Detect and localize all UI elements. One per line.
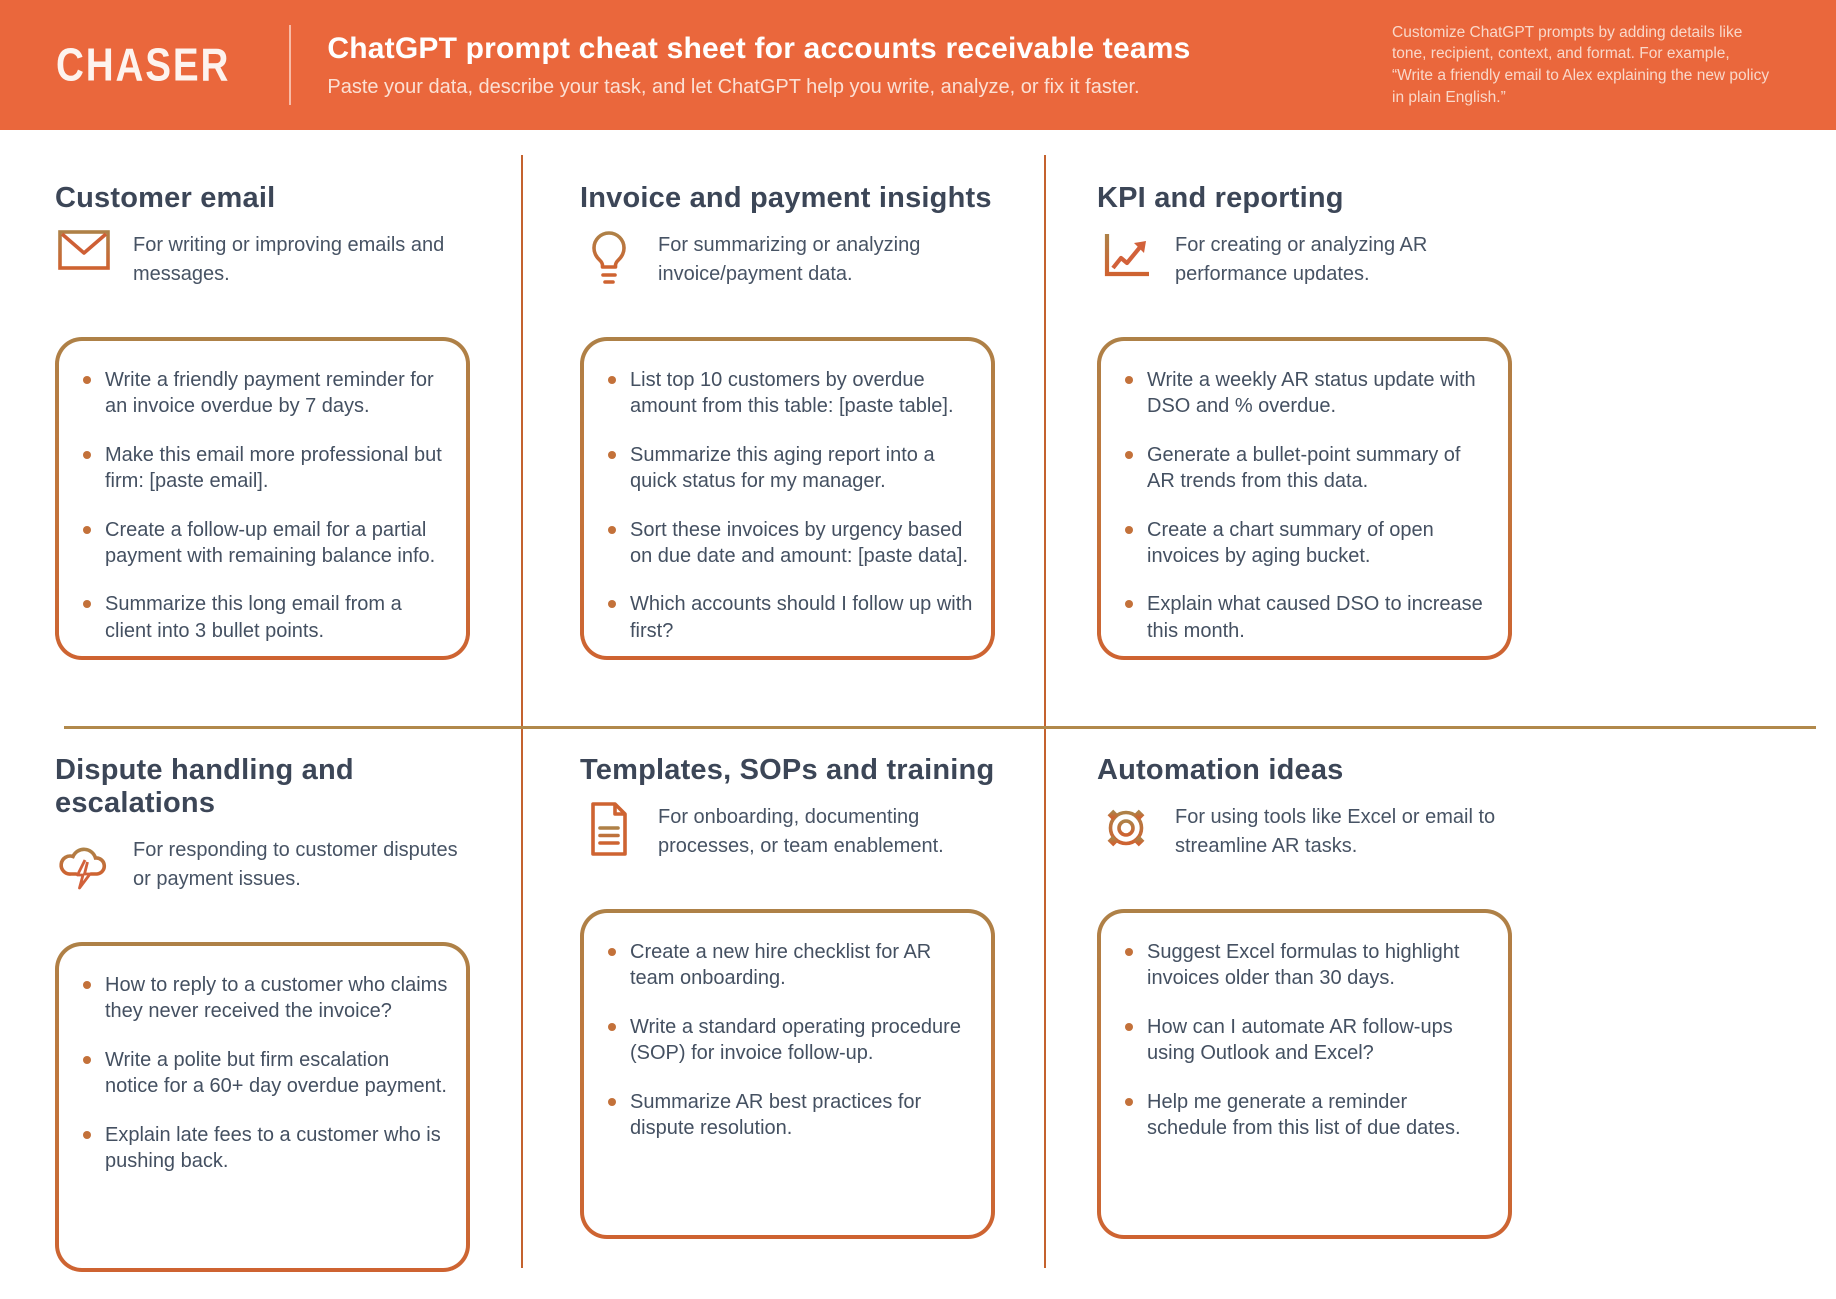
title-block: ChatGPT prompt cheat sheet for accounts …	[327, 32, 1190, 99]
prompt-list: How to reply to a customer who claims th…	[81, 972, 448, 1174]
section-description: For creating or analyzing AR performance…	[1175, 234, 1428, 285]
prompt-item: Summarize this aging report into a quick…	[606, 442, 973, 495]
envelope-icon	[55, 229, 113, 271]
prompt-list: List top 10 customers by overdue amount …	[606, 367, 973, 644]
page-title: ChatGPT prompt cheat sheet for accounts …	[327, 31, 1191, 65]
gear-icon	[1097, 801, 1155, 855]
column-divider	[521, 155, 523, 1268]
prompt-box: Write a friendly payment reminder for an…	[55, 337, 470, 660]
section-title: Customer email	[55, 182, 276, 214]
prompt-item: Sort these invoices by urgency based on …	[606, 517, 973, 570]
section-description: For using tools like Excel or email to s…	[1175, 806, 1496, 857]
section-title: Invoice and payment insights	[580, 182, 992, 214]
prompt-list: Create a new hire checklist for AR team …	[606, 939, 973, 1141]
prompt-list: Suggest Excel formulas to highlight invo…	[1123, 939, 1490, 1141]
section-customer-email: Customer email For writing or improving …	[55, 182, 479, 660]
prompt-box: Write a weekly AR status update with DSO…	[1097, 337, 1512, 660]
prompt-box: List top 10 customers by overdue amount …	[580, 337, 995, 660]
prompt-list: Write a friendly payment reminder for an…	[81, 367, 448, 644]
prompt-item: How to reply to a customer who claims th…	[81, 972, 448, 1025]
chaser-logo: CHASER	[56, 38, 231, 91]
prompt-item: List top 10 customers by overdue amount …	[606, 367, 973, 420]
section-title: Automation ideas	[1097, 754, 1344, 786]
section-automation-ideas: Automation ideas	[1097, 754, 1521, 1239]
section-title: Dispute handling and escalations	[55, 754, 354, 819]
section-templates-sops: Templates, SOPs and training For onboard…	[580, 754, 1004, 1239]
prompt-list: Write a weekly AR status update with DSO…	[1123, 367, 1490, 644]
prompt-item: Help me generate a reminder schedule fro…	[1123, 1089, 1490, 1142]
prompt-item: Summarize AR best practices for dispute …	[606, 1089, 973, 1142]
lightbulb-icon	[580, 229, 638, 287]
prompt-item: Create a new hire checklist for AR team …	[606, 939, 973, 992]
section-description: For onboarding, documenting processes, o…	[658, 806, 944, 857]
section-kpi-reporting: KPI and reporting For creating or analyz…	[1097, 182, 1521, 660]
storm-cloud-icon	[55, 834, 113, 892]
row-divider	[64, 726, 1816, 729]
section-description: For writing or improving emails and mess…	[133, 234, 445, 285]
prompt-item: Write a friendly payment reminder for an…	[81, 367, 448, 420]
prompt-item: Create a chart summary of open invoices …	[1123, 517, 1490, 570]
logo-divider	[289, 25, 292, 105]
prompt-box: Create a new hire checklist for AR team …	[580, 909, 995, 1239]
section-title: KPI and reporting	[1097, 182, 1344, 214]
prompt-item: Explain late fees to a customer who is p…	[81, 1122, 448, 1175]
customize-tip: Customize ChatGPT prompts by adding deta…	[1392, 23, 1770, 106]
prompt-item: Generate a bullet-point summary of AR tr…	[1123, 442, 1490, 495]
prompt-item: Which accounts should I follow up with f…	[606, 591, 973, 644]
prompt-item: Explain what caused DSO to increase this…	[1123, 591, 1490, 644]
prompt-item: Make this email more professional but fi…	[81, 442, 448, 495]
page-subtitle: Paste your data, describe your task, and…	[327, 75, 1140, 98]
prompt-box: Suggest Excel formulas to highlight invo…	[1097, 909, 1512, 1239]
section-description: For summarizing or analyzing invoice/pay…	[658, 234, 921, 285]
section-dispute-handling: Dispute handling and escalations For res…	[55, 754, 479, 1272]
prompt-item: Summarize this long email from a client …	[81, 591, 448, 644]
prompt-item: Write a standard operating procedure (SO…	[606, 1014, 973, 1067]
header-banner: CHASER ChatGPT prompt cheat sheet for ac…	[0, 0, 1836, 130]
section-description: For responding to customer disputes or p…	[133, 839, 458, 890]
prompt-box: How to reply to a customer who claims th…	[55, 942, 470, 1272]
line-chart-icon	[1097, 229, 1155, 281]
prompt-item: Write a weekly AR status update with DSO…	[1123, 367, 1490, 420]
section-title: Templates, SOPs and training	[580, 754, 995, 786]
document-icon	[580, 801, 638, 857]
prompt-item: Write a polite but firm escalation notic…	[81, 1047, 448, 1100]
prompt-item: Create a follow-up email for a partial p…	[81, 517, 448, 570]
section-invoice-insights: Invoice and payment insights For summari…	[580, 182, 1004, 660]
prompt-item: How can I automate AR follow-ups using O…	[1123, 1014, 1490, 1067]
column-divider	[1044, 155, 1046, 1268]
prompt-item: Suggest Excel formulas to highlight invo…	[1123, 939, 1490, 992]
